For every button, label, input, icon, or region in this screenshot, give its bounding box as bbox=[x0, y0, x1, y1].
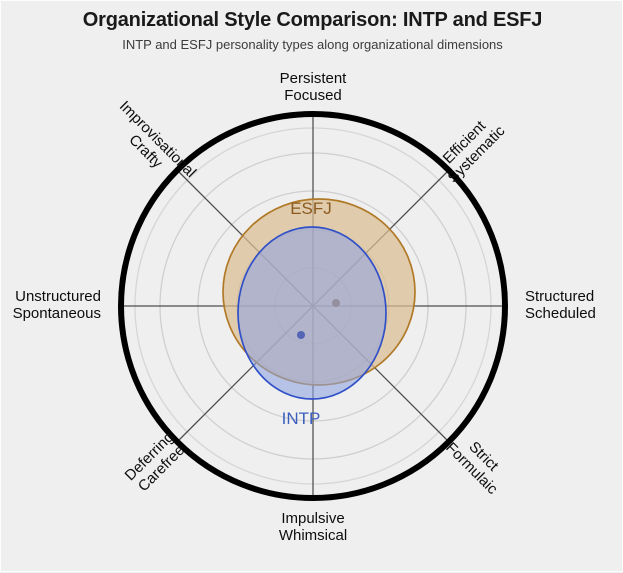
axis-label-persistent-focused: Persistent Focused bbox=[279, 70, 347, 105]
outer-boundary-ring bbox=[118, 111, 508, 501]
page-title: Organizational Style Comparison: INTP an… bbox=[82, 9, 543, 31]
axis-label-line2: Focused bbox=[284, 86, 342, 104]
axis-label-line1: Unstructured bbox=[15, 288, 101, 306]
axis-label-line1: Impulsive bbox=[281, 510, 345, 527]
axis-label-line2: Spontaneous bbox=[12, 305, 101, 322]
chart-subtitle: INTP and ESFJ personality types along or… bbox=[122, 37, 503, 52]
series-region-intp bbox=[237, 226, 387, 400]
intp-area bbox=[237, 226, 387, 400]
intp-data-point bbox=[297, 331, 305, 339]
series-label-intp: INTP bbox=[281, 409, 321, 428]
axis-label-line2: Whimsical bbox=[278, 526, 348, 544]
axis-label-structured-scheduled: Structured Scheduled bbox=[525, 288, 596, 323]
axis-label-impulsive-whimsical: Impulsive Whimsical bbox=[278, 510, 348, 545]
axis-label-line1: Structured bbox=[525, 288, 595, 306]
axis-label-line1: Persistent bbox=[279, 70, 347, 87]
axis-label-unstructured-spontaneous: Unstructured Spontaneous bbox=[12, 288, 101, 323]
axis-label-line2: Scheduled bbox=[525, 305, 596, 322]
series-label-esfj: ESFJ bbox=[290, 199, 332, 218]
